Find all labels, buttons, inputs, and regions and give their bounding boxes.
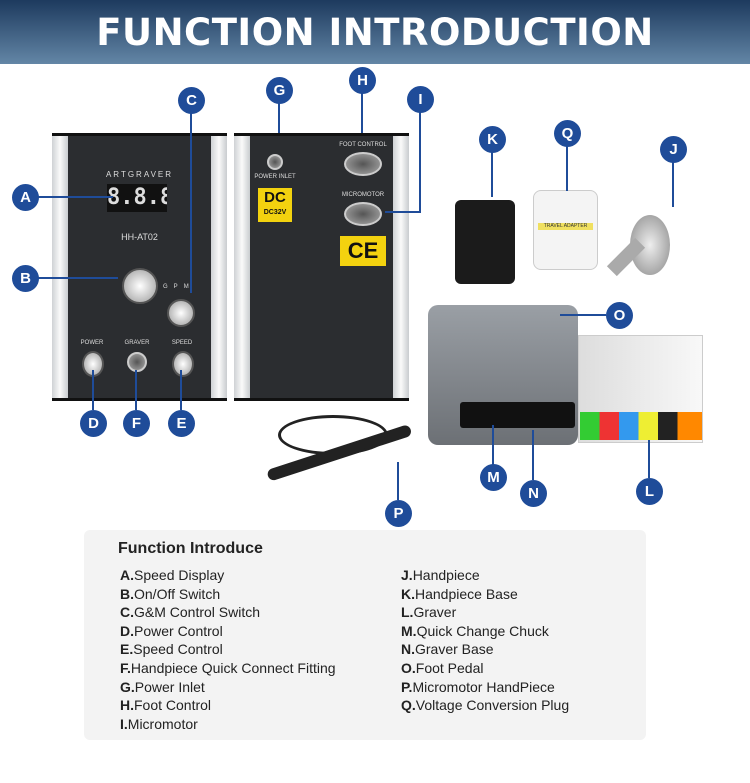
speed-knob[interactable] xyxy=(172,351,194,377)
handpiece-base xyxy=(455,200,515,284)
callout-l: L xyxy=(636,478,663,505)
graver-colors xyxy=(580,412,702,440)
list-item: Q.Voltage Conversion Plug xyxy=(401,697,570,714)
callout-p: P xyxy=(385,500,412,527)
callout-h: H xyxy=(349,67,376,94)
speed-display: 8.8.8. xyxy=(107,184,167,212)
device-back-panel: POWER INLET DC DC32V FOOT CONTROL MICROMO… xyxy=(234,133,409,401)
handpiece-connector xyxy=(127,352,147,372)
power-inlet-port xyxy=(267,154,283,170)
list-item: A.Speed Display xyxy=(120,567,225,583)
info-list-left: A.Speed Display B.On/Off Switch C.G&M Co… xyxy=(120,566,336,733)
callout-i: I xyxy=(407,86,434,113)
list-item: O.Foot Pedal xyxy=(401,659,484,676)
list-item: B.On/Off Switch xyxy=(120,585,221,602)
dc-badge: DC DC32V xyxy=(258,188,292,222)
brand-label: ARTGRAVER xyxy=(105,170,174,179)
plug-text: TRAVEL ADAPTER xyxy=(538,223,593,230)
list-item: F.Handpiece Quick Connect Fitting xyxy=(120,659,336,676)
callout-j: J xyxy=(660,136,687,163)
micromotor-label: MICROMOTOR xyxy=(341,192,385,198)
list-item: H.Foot Control xyxy=(120,697,212,714)
callout-n: N xyxy=(520,480,547,507)
list-item: J.Handpiece xyxy=(401,567,480,583)
list-item: M.Quick Change Chuck xyxy=(401,622,549,639)
voltage-conversion-plug: TRAVEL ADAPTER xyxy=(533,190,598,270)
power-label: POWER xyxy=(80,340,104,346)
callout-o: O xyxy=(606,302,633,329)
graver-label: GRAVER xyxy=(124,340,150,346)
on-off-switch[interactable] xyxy=(122,268,158,304)
callout-g: G xyxy=(266,77,293,104)
dc-text: DC xyxy=(264,189,286,206)
speed-label: SPEED xyxy=(171,340,193,346)
callout-q: Q xyxy=(554,120,581,147)
list-item: L.Graver xyxy=(401,604,457,621)
ce-badge: CE xyxy=(340,236,386,266)
graver-base xyxy=(460,402,575,428)
list-item: I.Micromotor xyxy=(120,715,198,732)
list-item: N.Graver Base xyxy=(401,641,494,658)
power-inlet-label: POWER INLET xyxy=(254,174,296,180)
dc-voltage: DC32V xyxy=(263,209,287,216)
callout-c: C xyxy=(178,87,205,114)
model-label: HH-AT02 xyxy=(121,232,158,242)
list-item: P.Micromotor HandPiece xyxy=(401,678,555,695)
gm-switch-letters: GPM xyxy=(163,284,195,290)
handpiece-cable xyxy=(278,415,388,455)
list-item: C.G&M Control Switch xyxy=(120,604,261,621)
callout-e: E xyxy=(168,410,195,437)
callout-d: D xyxy=(80,410,107,437)
micromotor-port xyxy=(344,202,382,226)
callout-b: B xyxy=(12,265,39,292)
callout-f: F xyxy=(123,410,150,437)
list-item: D.Power Control xyxy=(120,622,223,639)
page-title: FUNCTION INTRODUCTION xyxy=(0,0,750,64)
callout-m: M xyxy=(480,464,507,491)
device-front-panel: ARTGRAVER 8.8.8. HH-AT02 POWER GRAVER SP… xyxy=(52,133,227,401)
function-introduce-panel: Function Introduce A.Speed Display B.On/… xyxy=(84,530,646,740)
callout-a: A xyxy=(12,184,39,211)
info-title: Function Introduce xyxy=(118,540,263,557)
callout-k: K xyxy=(479,126,506,153)
list-item: K.Handpiece Base xyxy=(401,585,518,602)
gm-control-switch[interactable] xyxy=(167,299,195,327)
foot-control-port xyxy=(344,152,382,176)
list-item: G.Power Inlet xyxy=(120,678,205,695)
list-item: E.Speed Control xyxy=(120,641,223,658)
info-list-right: J.Handpiece K.Handpiece Base L.Graver M.… xyxy=(401,566,569,715)
foot-control-label: FOOT CONTROL xyxy=(339,142,387,148)
